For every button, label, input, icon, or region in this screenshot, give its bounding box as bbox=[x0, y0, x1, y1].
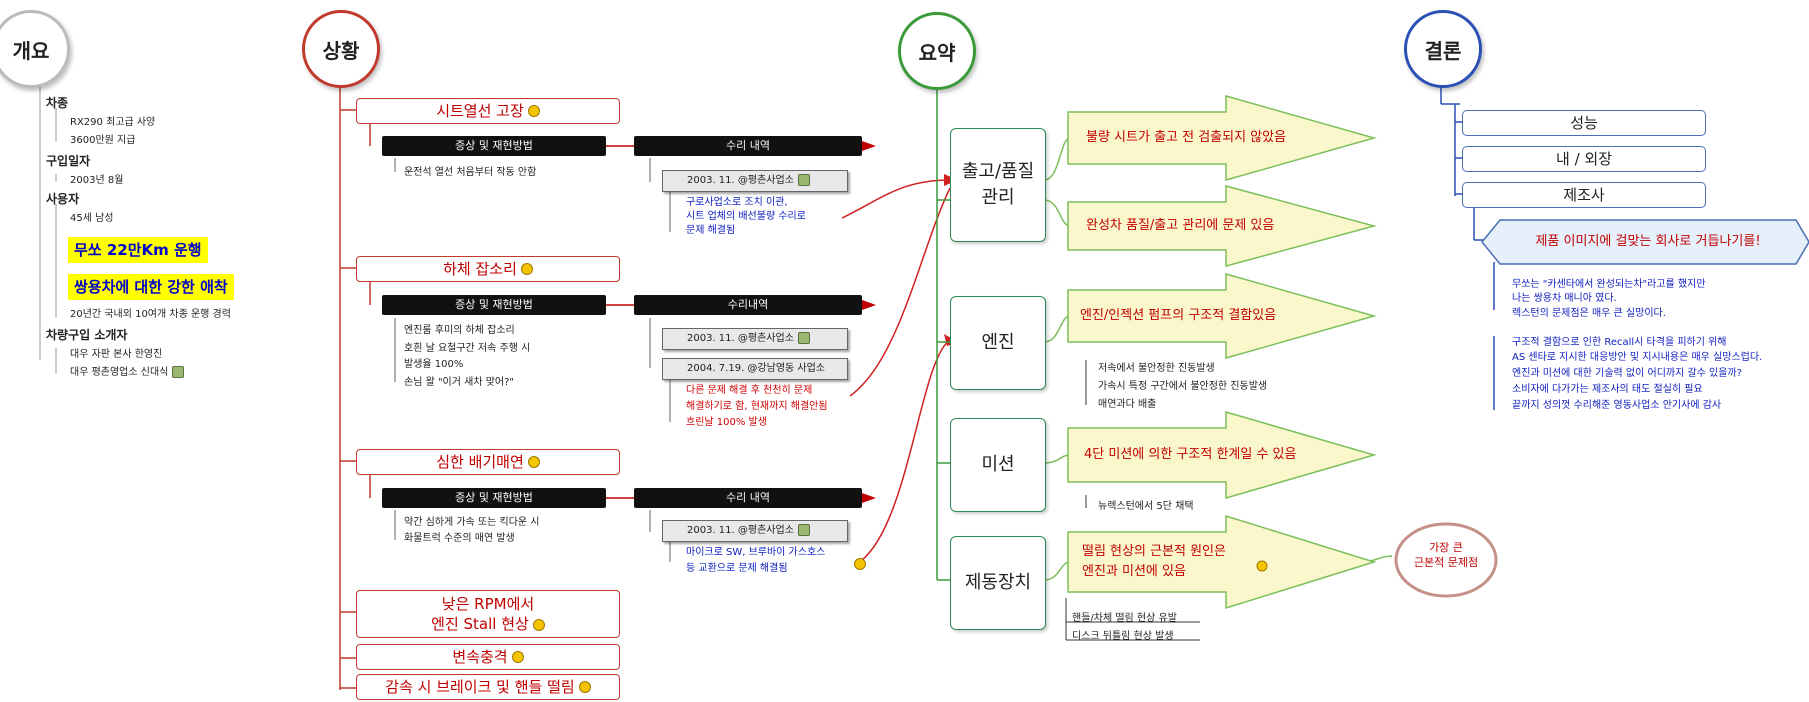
conclusion-text: 나는 쌍용차 매니아 였다. bbox=[1512, 293, 1617, 304]
repair-header: 수리내역 bbox=[634, 295, 862, 315]
conclusion-banner: 제품 이미지에 걸맞는 회사로 거듭나기를! bbox=[1535, 234, 1761, 249]
repair-note: 마이크로 SW, 브루바이 가스호스 bbox=[686, 547, 826, 558]
issue-title[interactable]: 시트열선 고장 bbox=[356, 98, 620, 124]
repair-header: 수리 내역 bbox=[634, 488, 862, 508]
purchase-item: 2003년 8월 bbox=[70, 175, 124, 186]
dealer-item: 대우 평촌영업소 신대식 bbox=[70, 366, 185, 380]
issue-title[interactable]: 감속 시 브레이크 및 핸들 떨림 bbox=[356, 674, 620, 700]
conclusion-text: 구조적 결함으로 인한 Recall시 타격을 피하기 위해 bbox=[1512, 337, 1727, 348]
summary-title[interactable]: 요약 bbox=[898, 12, 976, 90]
summary-sub: 디스크 뒤틀림 현상 발생 bbox=[1072, 631, 1174, 642]
repair-note: 구로사업소로 조치 이관, bbox=[686, 197, 788, 208]
repair-note: 문제 해결됨 bbox=[686, 225, 736, 236]
symptom-text: 운전석 열선 처음부터 작동 안함 bbox=[404, 167, 537, 178]
smile-icon bbox=[532, 618, 545, 631]
conclusion-banner-shape bbox=[1481, 219, 1809, 265]
conclusion-text: 엔진과 미션에 대한 기술력 없이 어디까지 갈수 있을까? bbox=[1512, 368, 1742, 379]
repair-shop: 2003. 11. @평촌사업소 bbox=[662, 328, 848, 350]
symptom-text: 약간 심하게 가속 또는 킥다운 시 bbox=[404, 517, 540, 528]
issue-title[interactable]: 심한 배기매연 bbox=[356, 449, 620, 475]
hand-icon bbox=[797, 332, 810, 344]
hand-icon bbox=[797, 524, 810, 536]
conclusion-item[interactable]: 성능 bbox=[1462, 110, 1706, 136]
symptom-header: 증상 및 재현방법 bbox=[382, 488, 606, 508]
summary-sub: 저속에서 불안정한 진동발생 bbox=[1098, 363, 1215, 374]
repair-note: 등 교환으로 문제 해결됨 bbox=[686, 563, 788, 574]
user-item: 20년간 국내외 10여개 차종 운행 경력 bbox=[70, 309, 231, 320]
symptom-text: 발생율 100% bbox=[404, 359, 464, 370]
summary-node[interactable]: 출고/품질 관리 bbox=[950, 128, 1046, 242]
car-item: RX290 최고급 사양 bbox=[70, 117, 156, 128]
user-highlight: 쌍용차에 대한 강한 애착 bbox=[68, 274, 234, 300]
symptom-header: 증상 및 재현방법 bbox=[382, 136, 606, 156]
summary-sub: 가속시 특정 구간에서 불안정한 진동발생 bbox=[1098, 381, 1268, 392]
issue-title[interactable]: 변속충격 bbox=[356, 644, 620, 670]
summary-sub: 뉴렉스턴에서 5단 채택 bbox=[1098, 501, 1194, 512]
callout-text: 가장 큰 근본적 문제점 bbox=[1413, 541, 1479, 569]
summary-arrow-text: 엔진/인젝션 펌프의 구조적 결함있음 bbox=[1080, 308, 1277, 323]
summary-node[interactable]: 제동장치 bbox=[950, 536, 1046, 630]
user-item: 45세 남성 bbox=[70, 213, 114, 224]
repair-note: 다른 문제 해결 후 천천히 문제 bbox=[686, 385, 813, 396]
smile-icon bbox=[520, 263, 533, 275]
car-label: 차종 bbox=[46, 96, 69, 110]
repair-shop: 2003. 11. @평촌사업소 bbox=[662, 170, 848, 192]
repair-note: 흐린날 100% 발생 bbox=[686, 417, 767, 428]
summary-node[interactable]: 엔진 bbox=[950, 296, 1046, 390]
summary-sub: 매연과다 배출 bbox=[1098, 399, 1157, 410]
symptom-text: 호흰 날 요철구간 저속 주행 시 bbox=[404, 343, 531, 354]
repair-shop: 2004. 7.19. @강남영동 사업소 bbox=[662, 358, 848, 380]
conclusion-text: AS 센타로 지시한 대응방안 및 지시내용은 매우 실망스럽다. bbox=[1512, 352, 1763, 363]
situation-title[interactable]: 상황 bbox=[302, 10, 380, 88]
summary-node[interactable]: 미션 bbox=[950, 418, 1046, 512]
smile-icon bbox=[578, 681, 591, 693]
repair-shop: 2003. 11. @평촌사업소 bbox=[662, 520, 848, 542]
conclusion-text: 소비자에 다가가는 제조사의 태도 절실히 필요 bbox=[1512, 384, 1703, 395]
conclusion-title[interactable]: 결론 bbox=[1404, 10, 1482, 88]
smile-icon bbox=[527, 456, 540, 468]
smile-icon bbox=[527, 105, 540, 117]
repair-header: 수리 내역 bbox=[634, 136, 862, 156]
hand-icon bbox=[797, 174, 810, 186]
overview-title[interactable]: 개요 bbox=[0, 10, 70, 88]
conclusion-item[interactable]: 내 / 외장 bbox=[1462, 146, 1706, 172]
repair-note: 해결하기로 함, 현재까지 해결안됨 bbox=[686, 401, 828, 412]
repair-note: 시트 업체의 배선불량 수리로 bbox=[686, 211, 806, 222]
dealer-label: 차량구입 소개자 bbox=[46, 328, 128, 342]
issue-title[interactable]: 하체 잡소리 bbox=[356, 256, 620, 282]
summary-arrow-text: 떨림 현상의 근본적 원인은 엔진과 미션에 있음 bbox=[1082, 544, 1226, 579]
user-highlight: 무쏘 22만Km 운행 bbox=[68, 237, 208, 263]
summary-sub: 핸들/차체 떨림 현상 유발 bbox=[1072, 613, 1177, 624]
smile-icon bbox=[854, 558, 866, 570]
conclusion-item[interactable]: 제조사 bbox=[1462, 182, 1706, 208]
conclusion-text: 무쏘는 "카센타에서 완성되는차"라고를 했지만 bbox=[1512, 279, 1706, 290]
symptom-header: 증상 및 재현방법 bbox=[382, 295, 606, 315]
car-item: 3600만원 지급 bbox=[70, 135, 136, 146]
dealer-item: 대우 자판 본사 한영진 bbox=[70, 349, 163, 360]
purchase-label: 구입일자 bbox=[46, 154, 91, 168]
summary-arrow-text: 4단 미션에 의한 구조적 한계일 수 있음 bbox=[1084, 447, 1297, 462]
smile-icon bbox=[511, 651, 524, 663]
conclusion-text: 렉스턴의 문제점은 매우 큰 실망이다. bbox=[1512, 308, 1666, 319]
hand-icon bbox=[172, 366, 185, 378]
summary-arrow-text: 완성차 품질/출고 관리에 문제 있음 bbox=[1086, 218, 1275, 233]
summary-arrow-text: 불량 시트가 출고 전 검출되지 않았음 bbox=[1086, 130, 1287, 145]
conclusion-text: 끝까지 성의껏 수리해준 영동사업소 안기사에 감사 bbox=[1512, 400, 1722, 411]
symptom-text: 엔진룸 후미의 하체 잡소리 bbox=[404, 325, 515, 336]
symptom-text: 화물트럭 수준의 매연 발생 bbox=[404, 533, 515, 544]
symptom-text: 손님 왈 "이거 새차 맞어?" bbox=[404, 377, 515, 388]
issue-title[interactable]: 낮은 RPM에서 엔진 Stall 현상 bbox=[356, 590, 620, 638]
user-label: 사용자 bbox=[46, 192, 80, 206]
